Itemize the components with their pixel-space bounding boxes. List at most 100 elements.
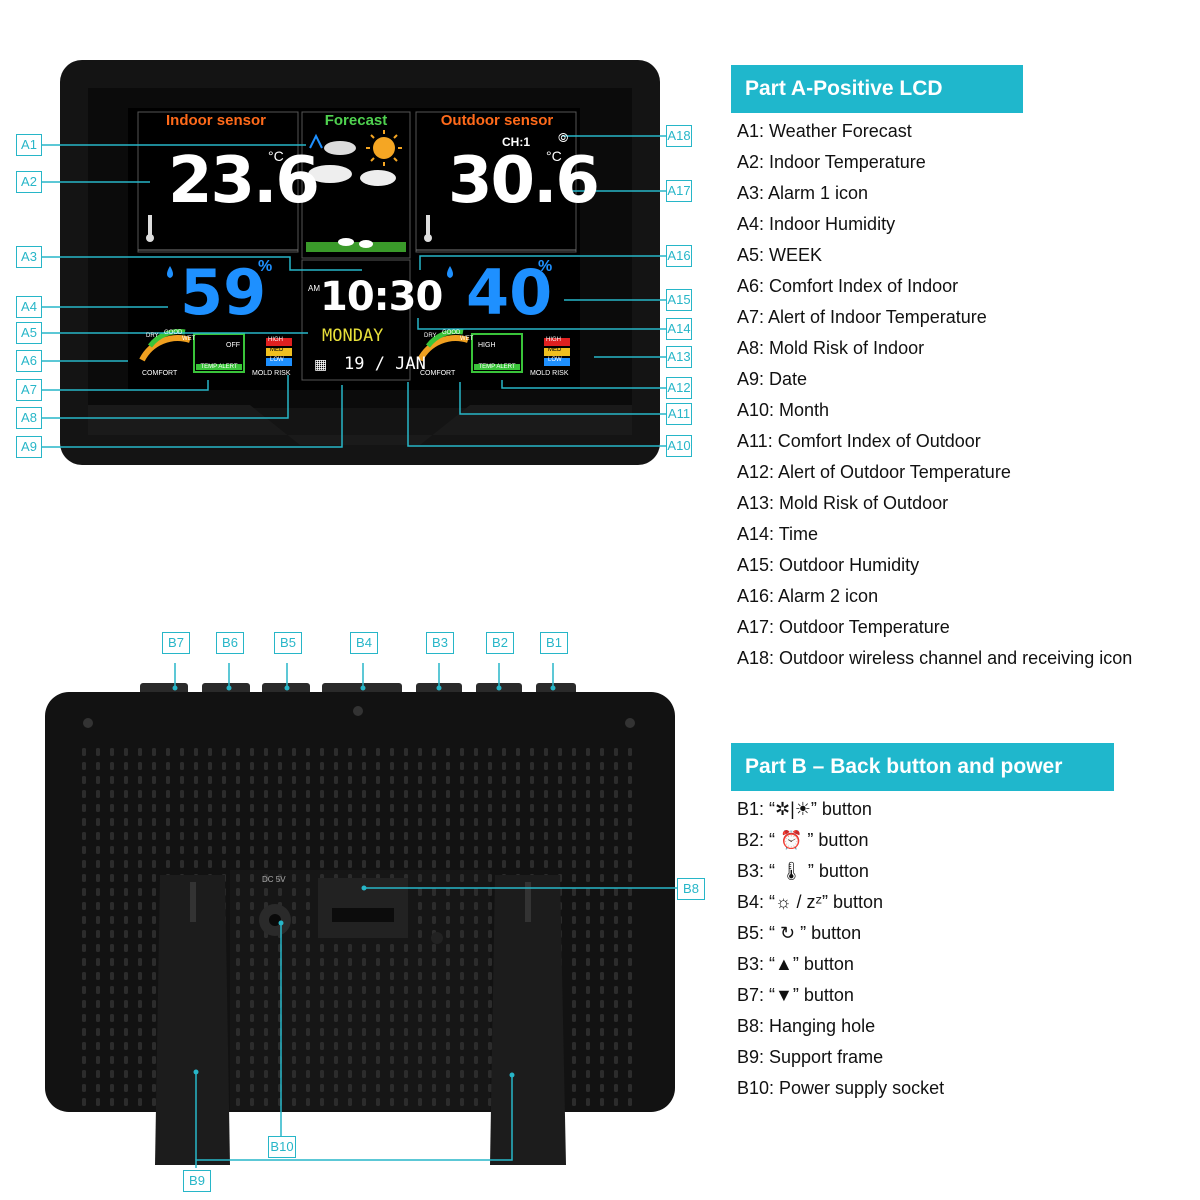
vent-slot (110, 1014, 114, 1022)
vent-slot (628, 748, 632, 756)
vent-slot (572, 790, 576, 798)
vent-slot (502, 832, 506, 840)
vent-slot (348, 958, 352, 966)
vent-slot (306, 944, 310, 952)
mold-low-outdoor: LOW (548, 357, 562, 363)
vent-slot (166, 846, 170, 854)
vent-slot (278, 818, 282, 826)
vent-slot (194, 846, 198, 854)
vent-slot (334, 860, 338, 868)
vent-slot (96, 762, 100, 770)
vent-slot (488, 902, 492, 910)
vent-slot (362, 1042, 366, 1050)
vent-slot (306, 860, 310, 868)
callout-b3: B3 (426, 632, 454, 654)
vent-slot (600, 1042, 604, 1050)
vent-slot (236, 832, 240, 840)
vent-slot (432, 888, 436, 896)
vent-slot (334, 846, 338, 854)
part-b-legend-item: B9: Support frame (737, 1047, 884, 1067)
callout-a6: A6 (16, 350, 42, 372)
vent-slot (404, 1098, 408, 1106)
vent-slot (306, 916, 310, 924)
vent-slot (474, 902, 478, 910)
vent-slot (614, 958, 618, 966)
vent-slot (96, 1084, 100, 1092)
vent-slot (110, 916, 114, 924)
vent-slot (404, 762, 408, 770)
vent-slot (432, 846, 436, 854)
part-a-legend-item: A6: Comfort Index of Indoor (737, 276, 959, 296)
vent-slot (362, 832, 366, 840)
vent-slot (334, 762, 338, 770)
vent-slot (586, 776, 590, 784)
vent-slot (334, 832, 338, 840)
callout-a15: A15 (666, 289, 692, 311)
vent-slot (96, 972, 100, 980)
vent-slot (222, 860, 226, 868)
vent-slot (600, 930, 604, 938)
vent-slot (278, 832, 282, 840)
vent-slot (250, 1028, 254, 1036)
vent-slot (208, 748, 212, 756)
comfort-wet-indoor: WET (182, 336, 196, 342)
vent-slot (418, 930, 422, 938)
vent-slot (320, 958, 324, 966)
vent-slot (544, 846, 548, 854)
vent-slot (488, 916, 492, 924)
vent-slot (432, 790, 436, 798)
vent-slot (138, 762, 142, 770)
vent-slot (600, 902, 604, 910)
vent-slot (572, 1028, 576, 1036)
vent-slot (418, 916, 422, 924)
vent-slot (292, 874, 296, 882)
vent-slot (446, 1028, 450, 1036)
vent-slot (138, 1056, 142, 1064)
vent-slot (348, 748, 352, 756)
vent-slot (586, 958, 590, 966)
dc-input-label: DC 5V (262, 875, 286, 884)
vent-slot (390, 972, 394, 980)
vent-slot (194, 818, 198, 826)
vent-slot (138, 972, 142, 980)
vent-slot (572, 972, 576, 980)
vent-slot (488, 1014, 492, 1022)
vent-slot (306, 930, 310, 938)
vent-slot (572, 1070, 576, 1078)
vent-slot (348, 818, 352, 826)
vent-slot (250, 1098, 254, 1106)
vent-slot (474, 832, 478, 840)
vent-slot (334, 748, 338, 756)
vent-slot (348, 1000, 352, 1008)
vent-slot (530, 804, 534, 812)
part-a-header: Part A-Positive LCD (731, 65, 1023, 113)
vent-slot (600, 1084, 604, 1092)
vent-slot (96, 1042, 100, 1050)
vent-slot (208, 804, 212, 812)
vent-slot (334, 1028, 338, 1036)
vent-slot (320, 1000, 324, 1008)
vent-slot (250, 1084, 254, 1092)
vent-slot (446, 762, 450, 770)
vent-slot (124, 832, 128, 840)
vent-slot (418, 846, 422, 854)
vent-slot (446, 1014, 450, 1022)
vent-slot (138, 888, 142, 896)
vent-slot (236, 888, 240, 896)
vent-slot (334, 986, 338, 994)
vent-slot (614, 944, 618, 952)
vent-slot (614, 888, 618, 896)
vent-slot (236, 762, 240, 770)
vent-slot (292, 1014, 296, 1022)
vent-slot (124, 1028, 128, 1036)
comfort-dry-indoor: DRY (146, 333, 159, 339)
vent-slot (82, 860, 86, 868)
vent-slot (96, 1098, 100, 1106)
vent-slot (292, 972, 296, 980)
vent-slot (334, 790, 338, 798)
vent-slot (222, 748, 226, 756)
vent-slot (96, 748, 100, 756)
vent-slot (432, 874, 436, 882)
vent-slot (586, 1014, 590, 1022)
vent-slot (348, 1084, 352, 1092)
